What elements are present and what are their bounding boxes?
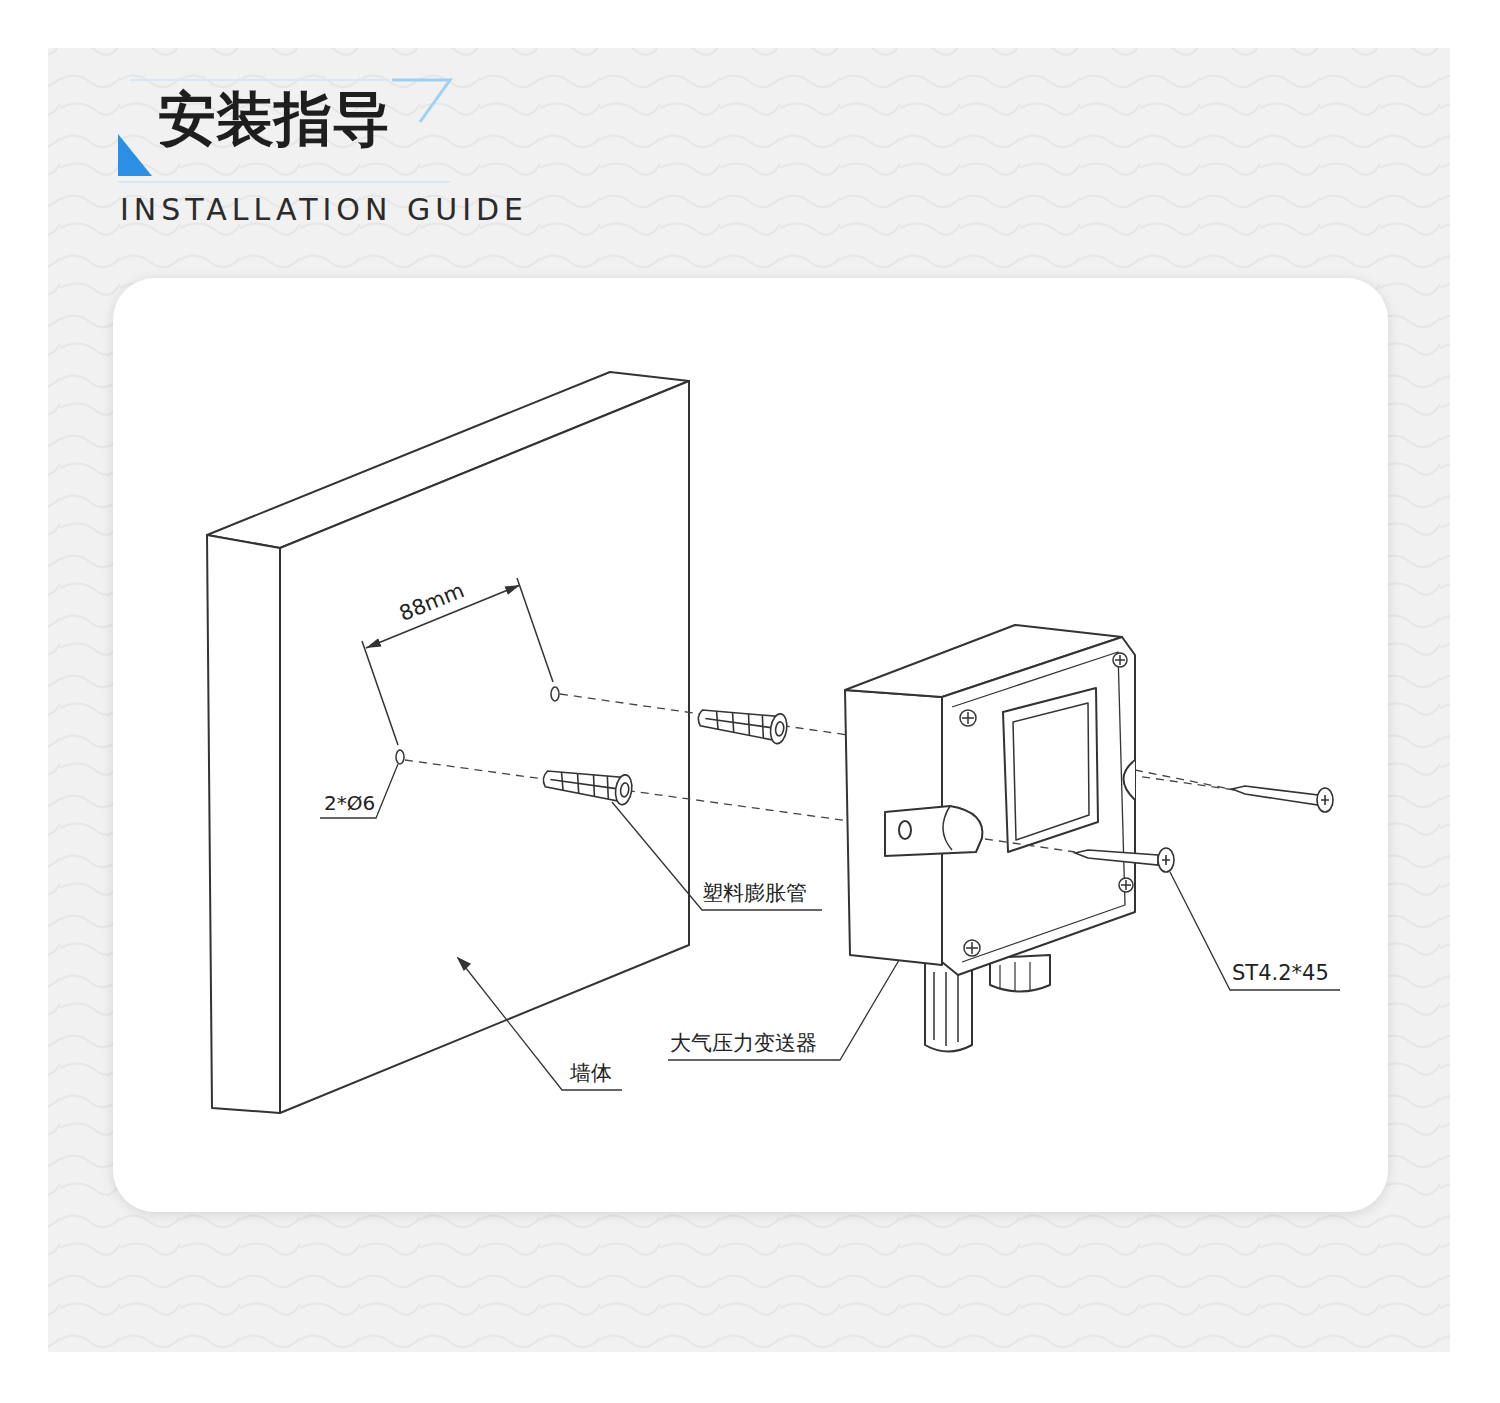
holes-part (551, 687, 559, 701)
title-decoration-part (118, 181, 450, 183)
leader-lines-part (612, 802, 822, 910)
transmitter-part-part (960, 710, 976, 726)
transmitter-part (1124, 760, 1136, 800)
screw-part (1317, 788, 1333, 812)
transmitter-part-part (1115, 655, 1125, 665)
screw (1075, 786, 1333, 872)
part-label: 大气压力变送器 (668, 1031, 819, 1055)
axis-lines-front-part (985, 839, 1075, 852)
axis-lines-front (985, 770, 1235, 852)
background (48, 48, 1450, 1352)
screw-part (1162, 855, 1170, 865)
transmitter-part-part (1113, 653, 1127, 667)
plastic-anchor-part-part (614, 774, 634, 806)
transmitter-part (925, 960, 972, 1052)
plastic-anchor-part-part (769, 713, 789, 745)
subtitle: INSTALLATION GUIDE (118, 193, 530, 226)
transmitter-part-part (1119, 878, 1133, 892)
screw-part (1232, 786, 1318, 805)
dimension (362, 578, 553, 745)
transmitter-part (960, 653, 1133, 956)
leader-lines-part (458, 958, 622, 1090)
plastic-anchor-part-part (705, 718, 772, 727)
transmitter-part (1003, 688, 1098, 852)
title-decoration-part (392, 80, 450, 122)
title-decoration-part (118, 134, 152, 176)
leader-lines-part (1170, 872, 1340, 990)
transmitter-part (934, 972, 958, 1046)
transmitter-part-part (962, 712, 974, 724)
plastic-anchor-part-part (620, 782, 630, 797)
plastic-anchor-part (541, 764, 633, 806)
transmitter-part (943, 806, 952, 850)
transmitter-part-part (966, 942, 978, 954)
transmitter-part (952, 652, 1125, 962)
plastic-anchor-part-part (697, 706, 777, 740)
part-label: ST4.2*45 (1230, 961, 1331, 985)
holes (396, 687, 559, 764)
screw-part (1321, 795, 1329, 805)
plastic-anchor-part-part (550, 779, 617, 788)
leader-lines (320, 764, 1340, 1090)
axis-lines-front-part (1135, 770, 1235, 790)
screw-part (1158, 848, 1174, 872)
dimension-part (362, 641, 398, 745)
transmitter-part (899, 821, 911, 839)
wall (207, 372, 689, 1113)
plastic-anchor-part-part (775, 721, 785, 736)
transmitter-part (885, 806, 982, 856)
background-part (113, 278, 1388, 1212)
transmitter (845, 625, 1135, 1052)
background-part (48, 48, 1450, 1352)
title-decoration-part (130, 79, 390, 81)
transmitter-part (1013, 703, 1089, 840)
dimension-part (517, 578, 553, 682)
title-decoration (118, 80, 450, 182)
screw-part (1075, 850, 1158, 865)
holes-part (396, 750, 404, 764)
leader-lines-part (668, 950, 905, 1060)
transmitter-part (942, 637, 1135, 975)
transmitter-part-part (1121, 880, 1131, 890)
leader-lines-part (320, 764, 398, 818)
leader-lines-part (458, 958, 470, 970)
wall-part (280, 381, 689, 1113)
part-label: 塑料膨胀管 (700, 881, 809, 905)
transmitter-part (1000, 962, 1030, 991)
plastic-anchor-part (696, 703, 788, 745)
wall-part (207, 535, 280, 1113)
transmitter-part-part (964, 940, 980, 956)
plastic-anchor (541, 703, 788, 806)
hole-size-label: 2*Ø6 (322, 792, 377, 815)
page-title: 安装指导 (158, 88, 390, 152)
part-label: 墙体 (568, 1061, 614, 1085)
dimension-label: 88mm (394, 577, 469, 626)
plastic-anchor-part-part (542, 767, 622, 801)
